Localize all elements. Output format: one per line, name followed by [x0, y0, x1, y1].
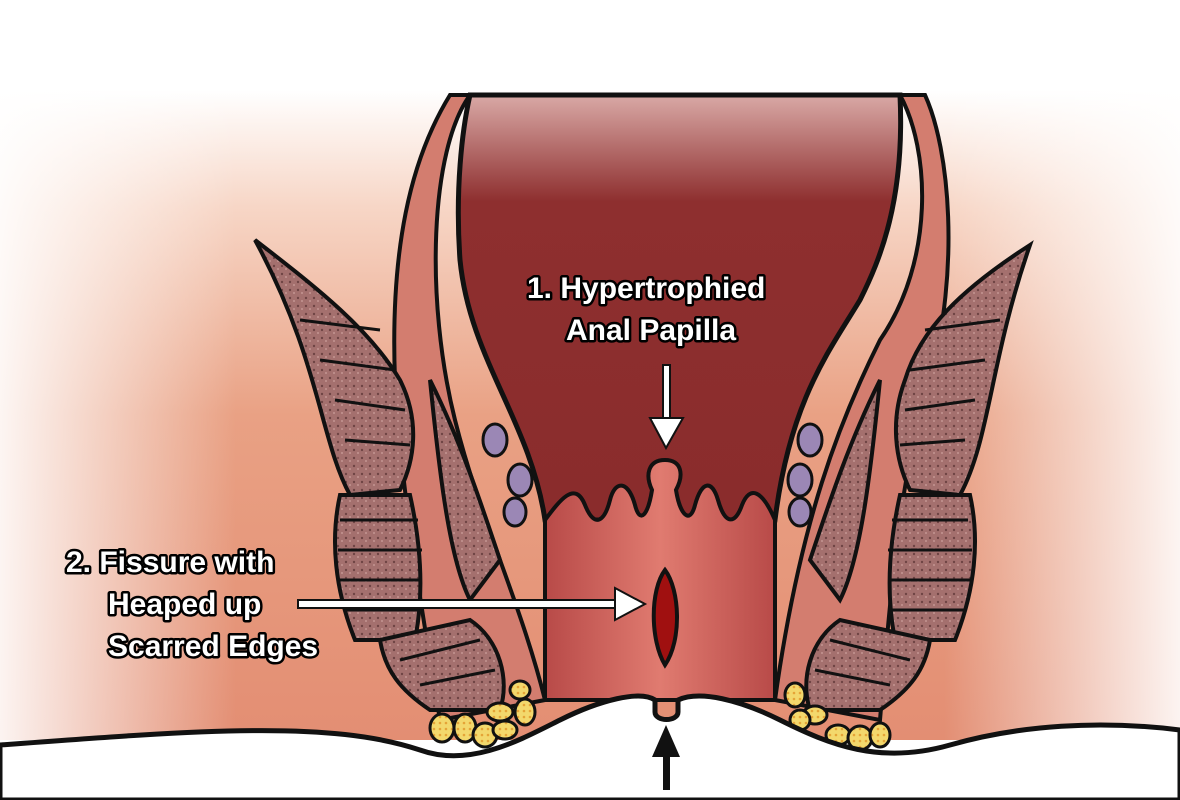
skin-surface	[0, 693, 1180, 800]
fissure-arrow	[297, 586, 648, 622]
papilla-label-line1: 1. Hypertrophied	[527, 272, 765, 305]
papilla-arrow	[648, 364, 685, 451]
right-sphincter-muscle	[804, 240, 1034, 712]
right-muscle-striations	[814, 318, 1001, 687]
left-muscle-striations	[299, 318, 496, 687]
fissure	[651, 566, 679, 669]
fissure-label-line1: 2. Fissure with	[66, 546, 274, 579]
papilla-label-line2: Anal Papilla	[566, 314, 736, 347]
external-arrow	[652, 725, 680, 790]
fissure-label-line2: Heaped up	[108, 588, 261, 621]
fat-globules	[428, 679, 892, 752]
fissure-label-line3: Scarred Edges	[108, 630, 318, 663]
blood-vessels	[481, 422, 824, 528]
